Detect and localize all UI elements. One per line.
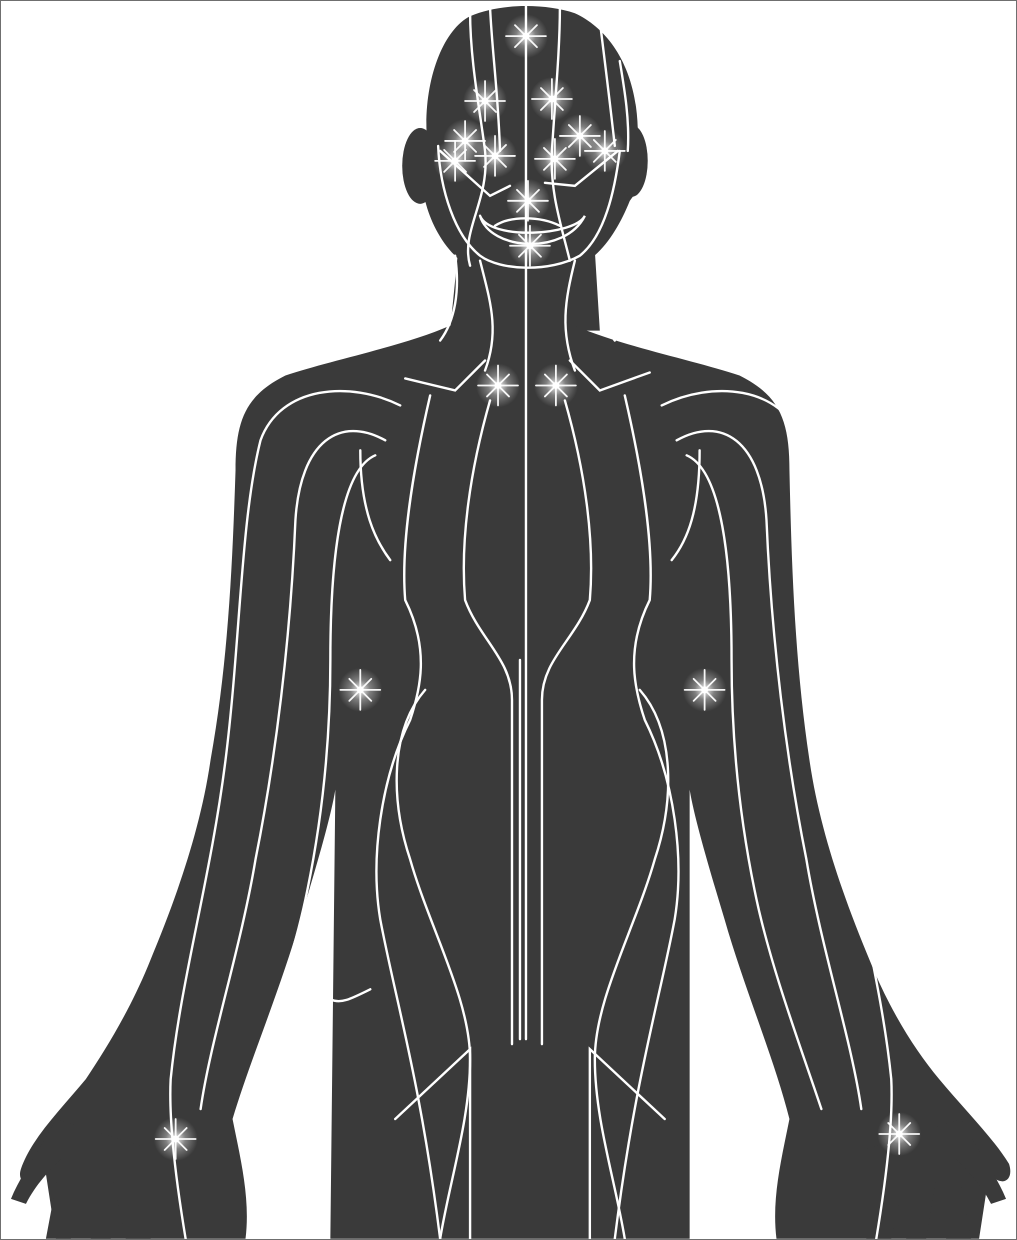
armpit-sparkle-icon [683,668,727,712]
head-sparkle-icon [504,14,548,58]
side-right-curve [700,994,735,999]
head-sparkle-icon [473,134,517,178]
throat-sparkle-icon [508,224,552,268]
chest-sparkle-icon [476,364,520,408]
head-sparkle-icon [530,77,574,121]
wrist-sparkle-icon [154,1117,198,1161]
wrist-sparkle-icon [877,1112,921,1156]
head-sparkle-icon [583,129,627,173]
torso-shape [20,326,1010,1239]
chest-sparkle-icon [534,364,578,408]
armpit-sparkle-icon [338,668,382,712]
neck-right-outer [599,256,615,341]
head-sparkle-icon [533,137,577,181]
head-sparkle-icon [506,179,550,223]
head-sparkle-icon [463,79,507,123]
head-sparkle-icon [433,139,477,183]
left-ear [402,128,438,204]
